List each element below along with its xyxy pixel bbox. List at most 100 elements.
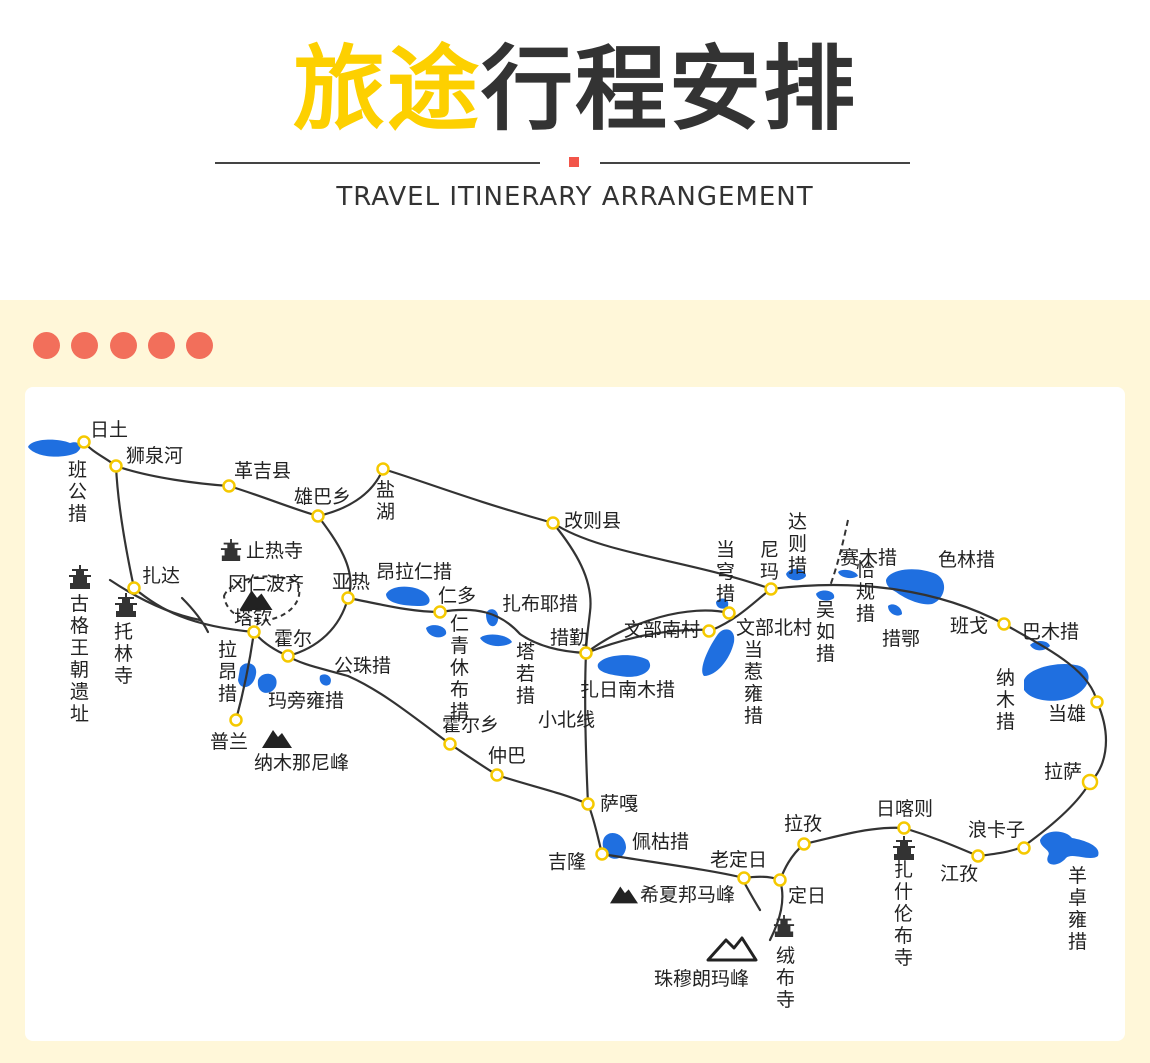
- label-zhabuyecuo: 扎布耶措: [502, 593, 578, 615]
- node-jiangzi: [971, 849, 985, 863]
- lake-renqingxiubucuo: [426, 625, 447, 638]
- label-gaizexian: 改则县: [564, 510, 621, 532]
- label-rongbusi: 绒布寺: [776, 945, 795, 1011]
- node-dangxiong: [1090, 695, 1104, 709]
- label-gongzhucuo: 公珠措: [334, 655, 391, 677]
- label-zhada: 扎达: [142, 565, 180, 587]
- node-shiquanhe: [109, 459, 123, 473]
- node-lazi: [797, 837, 811, 851]
- node-langkazi: [1017, 841, 1031, 855]
- label-zhashilunbusi: 扎什伦布寺: [894, 859, 913, 969]
- mountain-icon: [262, 730, 292, 748]
- lake-saimucuo: [838, 569, 858, 579]
- label-langkazi: 浪卡子: [968, 819, 1025, 841]
- landmark-icons: [69, 539, 915, 962]
- node-lasa: [1081, 773, 1099, 791]
- label-taruocuo: 塔若措: [516, 641, 535, 707]
- node-huoerxiang: [443, 737, 457, 751]
- mountain-icon: [610, 886, 638, 904]
- node-ritu: [77, 435, 91, 449]
- node-yare: [341, 591, 355, 605]
- lake-gongzhucuo: [319, 674, 331, 686]
- label-zhumulangma: 珠穆朗玛峰: [654, 968, 749, 990]
- label-xiongbaxiang: 雄巴乡: [294, 486, 351, 508]
- lake-namucuo: [1024, 663, 1089, 701]
- lake-cuoe: [888, 604, 902, 616]
- node-gejixian: [222, 479, 236, 493]
- lake-selincuo: [886, 569, 945, 605]
- node-gaizexian: [546, 516, 560, 530]
- temple-icon: [115, 593, 137, 617]
- label-tagin: 塔钦: [234, 607, 272, 629]
- label-zharinanmucuo: 扎日南木措: [580, 679, 675, 701]
- map-card: [25, 387, 1125, 1041]
- label-peikucuo: 佩枯措: [632, 831, 689, 853]
- label-lazi: 拉孜: [784, 813, 822, 835]
- node-xiongbaxiang: [311, 509, 325, 523]
- lake-anglarenco: [386, 586, 430, 606]
- label-wurucuo: 吴如措: [816, 599, 835, 665]
- label-ritu: 日土: [90, 419, 128, 441]
- lakes: [28, 439, 1099, 865]
- dot-3: [110, 332, 137, 359]
- label-xixiabangma: 希夏邦马峰: [640, 884, 735, 906]
- label-shiquanhe: 狮泉河: [126, 445, 183, 467]
- label-cuoqin: 措勤: [550, 627, 588, 649]
- divider-right: [600, 162, 910, 164]
- route-nodes: [77, 435, 1104, 887]
- lake-zhabuyecuo: [486, 609, 499, 627]
- node-dingri: [773, 873, 787, 887]
- label-dangxiong: 当雄: [1048, 703, 1086, 725]
- label-wenbubeicun: 文部北村: [736, 617, 812, 639]
- node-zhada: [127, 581, 141, 595]
- node-jilong: [595, 847, 609, 861]
- label-bange: 班戈: [950, 615, 988, 637]
- label-lamucuo: 拉昂措: [218, 639, 237, 705]
- node-renduo: [433, 605, 447, 619]
- title-rest: 行程安排: [481, 36, 858, 143]
- label-gejixian: 革吉县: [234, 460, 291, 482]
- label-selincuo: 色林措: [938, 549, 995, 571]
- place-labels: 日土 狮泉河 革吉县 雄巴乡 改则县 扎达 亚热 仁多 塔钦 霍尔 普兰 措勤 …: [90, 419, 1086, 990]
- temple-icon: [773, 915, 795, 937]
- label-qiaguicuo: 恰规措: [856, 559, 875, 625]
- mountain-icon: [706, 936, 758, 962]
- lake-wurucuo: [816, 590, 835, 601]
- label-namunani: 纳木那尼峰: [254, 752, 349, 774]
- node-bange: [997, 617, 1011, 631]
- label-xiaobeixian: 小北线: [538, 709, 595, 731]
- label-renduo: 仁多: [438, 585, 476, 607]
- label-wenbunancun: 文部南村: [624, 619, 700, 641]
- divider-left: [215, 162, 540, 164]
- lake-dangqiongcuo: [716, 598, 729, 609]
- label-huoer: 霍尔: [274, 628, 312, 650]
- label-yangzhuoyongcuo: 羊卓雍措: [1068, 865, 1087, 953]
- lake-mapangyongcuo: [257, 673, 277, 693]
- temple-icon: [69, 565, 91, 589]
- label-pulan: 普兰: [210, 731, 248, 753]
- node-zhongba: [490, 768, 504, 782]
- node-nima: [764, 582, 778, 596]
- lake-dazecuo: [786, 568, 806, 581]
- label-jilong: 吉隆: [548, 851, 586, 873]
- route-dashed-north: [829, 519, 849, 587]
- lake-yangzhuoyongcuo: [1040, 831, 1099, 865]
- label-yanhu: 盐湖: [376, 479, 395, 523]
- label-yare: 亚热: [332, 571, 370, 593]
- node-cuoqin: [579, 646, 593, 660]
- label-gangrenboqi: 冈仁波齐: [228, 573, 304, 595]
- node-rikaze: [897, 821, 911, 835]
- label-zhiresi: 止热寺: [246, 540, 303, 562]
- label-renqingxiubucuo: 仁青休布措: [450, 613, 469, 723]
- label-lasa: 拉萨: [1044, 761, 1082, 783]
- label-huoerxiang: 霍尔乡: [442, 714, 499, 736]
- label-dazecuo: 达则措: [788, 511, 807, 577]
- kailash-kora: [222, 575, 301, 622]
- label-dingri: 定日: [788, 885, 826, 907]
- label-mapangyongcuo: 玛旁雍措: [268, 690, 344, 712]
- label-bamucuo: 巴木措: [1022, 621, 1079, 643]
- node-saga: [581, 797, 595, 811]
- node-huoer: [281, 649, 295, 663]
- lake-dangrueyongcuo: [702, 629, 735, 676]
